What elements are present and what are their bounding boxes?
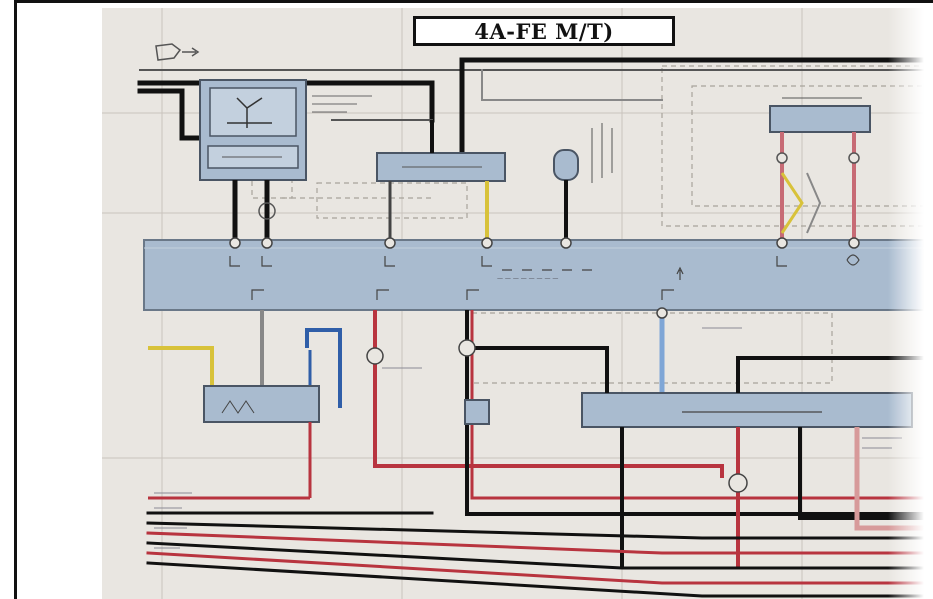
relay-box bbox=[199, 79, 307, 181]
left-border bbox=[14, 0, 17, 599]
splice-icon bbox=[458, 339, 476, 357]
top-right-connector bbox=[769, 97, 871, 133]
diagram-title: 4A-FE M/T) bbox=[413, 16, 675, 46]
page-edge-shade bbox=[888, 0, 933, 599]
svg-text:— — — — — — — —: — — — — — — — — bbox=[497, 275, 558, 282]
data-link-connector bbox=[581, 392, 913, 428]
capsule-component bbox=[553, 149, 579, 181]
resistor-block bbox=[464, 399, 490, 425]
ground-icon bbox=[155, 43, 200, 61]
splice-icon bbox=[258, 202, 276, 220]
splice-icon bbox=[366, 347, 384, 365]
junction-connector bbox=[143, 239, 924, 311]
wiring-diagram: — — — — — — — — bbox=[102, 8, 924, 599]
wiring-diagram-photo: — — — — — — — — bbox=[102, 8, 924, 599]
sensor-box bbox=[203, 385, 320, 423]
ignitor-box bbox=[376, 152, 506, 182]
top-border bbox=[14, 0, 933, 3]
splice-icon bbox=[728, 473, 748, 493]
